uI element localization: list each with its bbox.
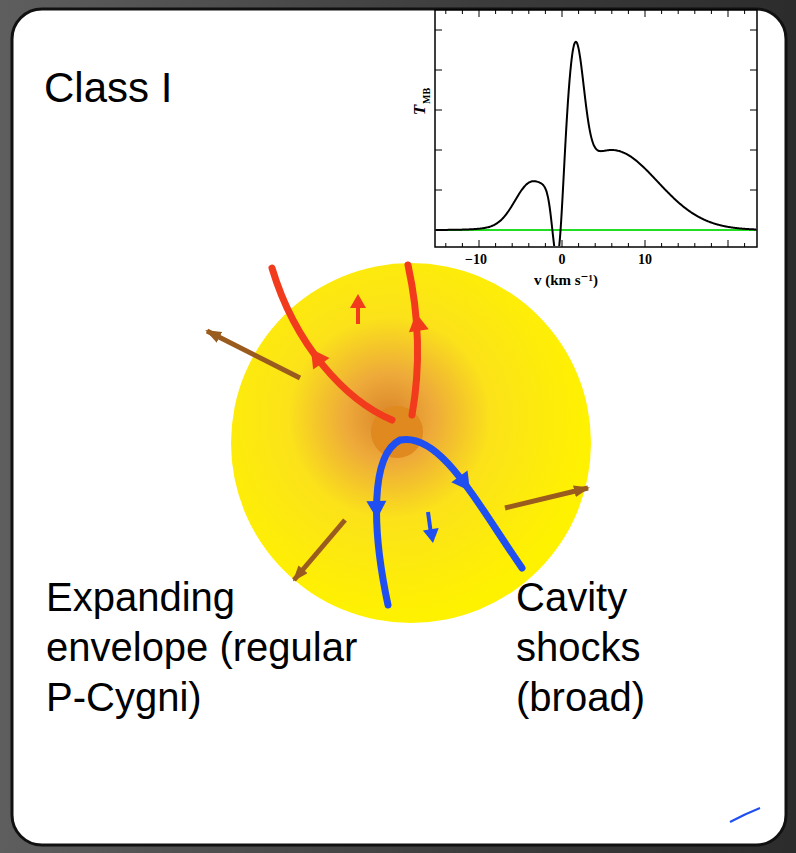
expansion-arrow — [207, 331, 300, 378]
axis-tick — [595, 10, 596, 14]
tick-label: 0 — [559, 252, 566, 268]
axis-tick — [611, 10, 612, 14]
envelope-disk — [231, 263, 591, 623]
axis-tick — [694, 10, 695, 14]
axis-tick — [479, 10, 480, 17]
axis-tick — [512, 243, 513, 247]
axis-tick — [545, 10, 546, 14]
axis-tick — [750, 110, 757, 111]
axis-label-subscript: MB — [421, 88, 432, 104]
axis-tick — [512, 10, 513, 14]
expansion-arrow — [294, 520, 345, 580]
red-arrowhead — [350, 294, 366, 308]
axis-tick — [628, 243, 629, 247]
axis-tick — [445, 243, 446, 247]
axis-tick — [578, 10, 579, 14]
axis-tick — [611, 243, 612, 247]
axis-tick — [678, 10, 679, 14]
axis-tick — [750, 30, 757, 31]
axis-tick — [528, 10, 529, 14]
axis-tick — [545, 243, 546, 247]
axis-tick — [750, 70, 757, 71]
axis-tick — [645, 240, 646, 247]
tick-label: 10 — [638, 252, 652, 268]
panel-title: Class I — [44, 64, 172, 112]
red-outflow-line — [272, 268, 392, 420]
blue-arrowhead — [451, 471, 478, 497]
blue-outflow-line — [377, 439, 522, 605]
axis-tick — [728, 10, 729, 17]
axis-tick — [750, 150, 757, 151]
axis-tick — [528, 243, 529, 247]
axis-tick — [744, 10, 745, 14]
slide-panel — [12, 9, 786, 845]
blue-arrowhead — [423, 528, 441, 544]
region-label: Expanding envelope (regular P-Cygni) — [46, 572, 366, 722]
axis-tick — [435, 150, 442, 151]
line-profile — [436, 42, 756, 246]
axis-tick — [661, 10, 662, 14]
axis-tick — [645, 10, 646, 17]
axis-tick — [578, 243, 579, 247]
axis-label: v (km s⁻¹) — [534, 271, 598, 289]
baseline — [436, 229, 756, 231]
axis-tick — [435, 190, 442, 191]
axis-tick — [661, 243, 662, 247]
axis-tick — [694, 243, 695, 247]
blue-arrowhead — [366, 501, 387, 520]
axis-tick — [435, 110, 442, 111]
axis-tick — [711, 10, 712, 14]
axis-tick — [462, 10, 463, 14]
axis-tick — [435, 70, 442, 71]
red-outflow-line — [408, 265, 418, 415]
axis-tick — [562, 240, 563, 247]
axis-tick — [750, 190, 757, 191]
axis-tick — [728, 240, 729, 247]
region-label: Cavity shocks (broad) — [516, 572, 691, 722]
stray-stroke — [730, 808, 760, 822]
axis-tick — [744, 243, 745, 247]
axis-label: T — [410, 105, 430, 115]
axis-tick — [462, 243, 463, 247]
axis-tick — [495, 10, 496, 14]
red-arrowhead — [406, 311, 429, 332]
axis-tick — [495, 243, 496, 247]
plot-ticks — [435, 10, 757, 247]
plot-frame — [435, 10, 757, 247]
axis-tick — [678, 243, 679, 247]
axis-tick — [435, 30, 442, 31]
expansion-arrow — [505, 488, 588, 508]
axis-tick — [711, 243, 712, 247]
axis-tick — [628, 10, 629, 14]
axis-tick — [562, 10, 563, 17]
axis-tick — [479, 240, 480, 247]
axis-tick — [595, 243, 596, 247]
tick-label: −10 — [465, 252, 487, 268]
red-arrowhead — [303, 343, 330, 369]
axis-tick — [445, 10, 446, 14]
